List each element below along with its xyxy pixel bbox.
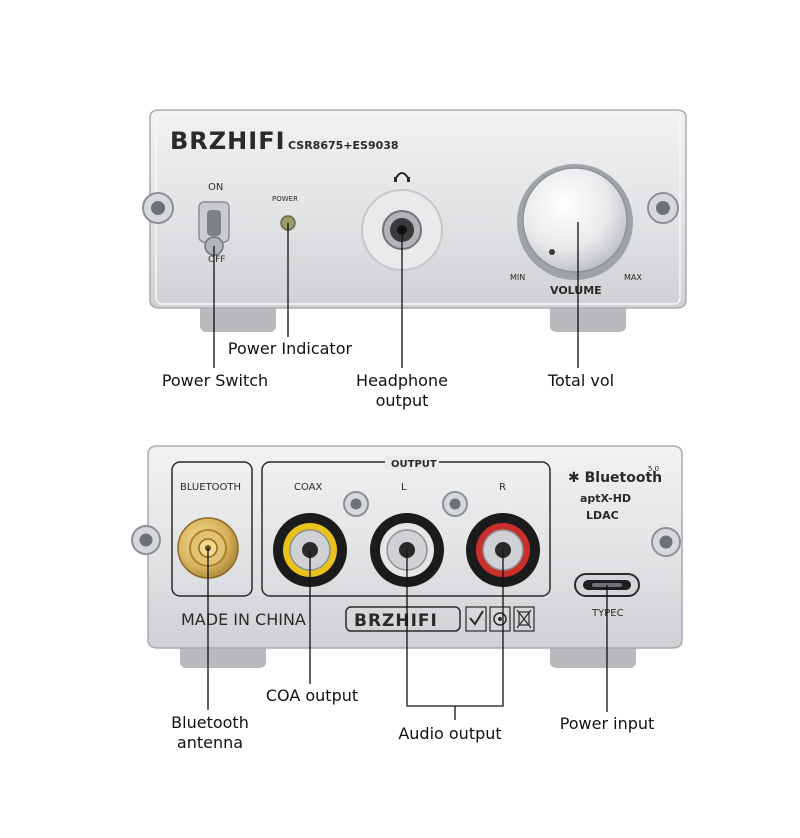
weee-bin-icon (513, 606, 535, 632)
output-screw-1 (343, 491, 369, 517)
jack-left-text: L (401, 482, 407, 493)
front-screw-right (647, 192, 679, 224)
label-bluetooth-antenna: Bluetooth antenna (171, 713, 249, 752)
front-screw-left (142, 192, 174, 224)
label-headphone-output: Headphone output (356, 371, 448, 410)
jack-coax-text: COAX (294, 482, 323, 493)
output-label: OUTPUT (391, 459, 437, 470)
volume-knob[interactable] (517, 164, 633, 280)
label-power-indicator: Power Indicator (227, 339, 353, 358)
front-panel: BRZHIFI CSR8675+ES9038 ON OFF POWER (142, 109, 687, 332)
knob-min-text: MIN (510, 273, 525, 282)
label-coa-output: COA output (265, 686, 359, 705)
bt-version-text: 5.0 (648, 465, 659, 473)
bluetooth-box (171, 461, 253, 597)
jack-right-text: R (499, 482, 506, 493)
headphone-icon (394, 172, 410, 182)
bt-brand-word: Bluetooth (585, 470, 663, 486)
front-model-text: CSR8675+ES9038 (288, 139, 399, 152)
front-brand-logo: BRZHIFI (170, 127, 286, 155)
power-led-text: POWER (272, 195, 298, 203)
label-total-vol: Total vol (547, 371, 615, 390)
knob-label: VOLUME (550, 284, 602, 297)
label-power-switch: Power Switch (161, 371, 269, 390)
codec-1-text: aptX-HD (580, 492, 631, 505)
rohs-check-icon (465, 606, 487, 632)
bluetooth-box-label: BLUETOOTH (180, 482, 241, 493)
label-audio-output: Audio output (398, 724, 502, 743)
bt-brand-text: ✱ Bluetooth (568, 470, 662, 486)
label-power-input: Power input (559, 714, 655, 733)
back-screw-right (651, 527, 681, 557)
callout-lines (207, 222, 608, 720)
made-in-text: MADE IN CHINA (181, 610, 306, 629)
knob-max-text: MAX (624, 273, 642, 282)
switch-on-text: ON (208, 182, 223, 193)
power-toggle-switch[interactable] (198, 201, 230, 256)
switch-off-text: OFF (208, 255, 225, 265)
back-screw-left (131, 525, 161, 555)
codec-2-text: LDAC (586, 509, 619, 522)
back-brand-box (345, 606, 461, 632)
output-screw-2 (442, 491, 468, 517)
back-brand-logo: BRZHIFI (354, 611, 438, 631)
recycle-icon (489, 606, 511, 632)
